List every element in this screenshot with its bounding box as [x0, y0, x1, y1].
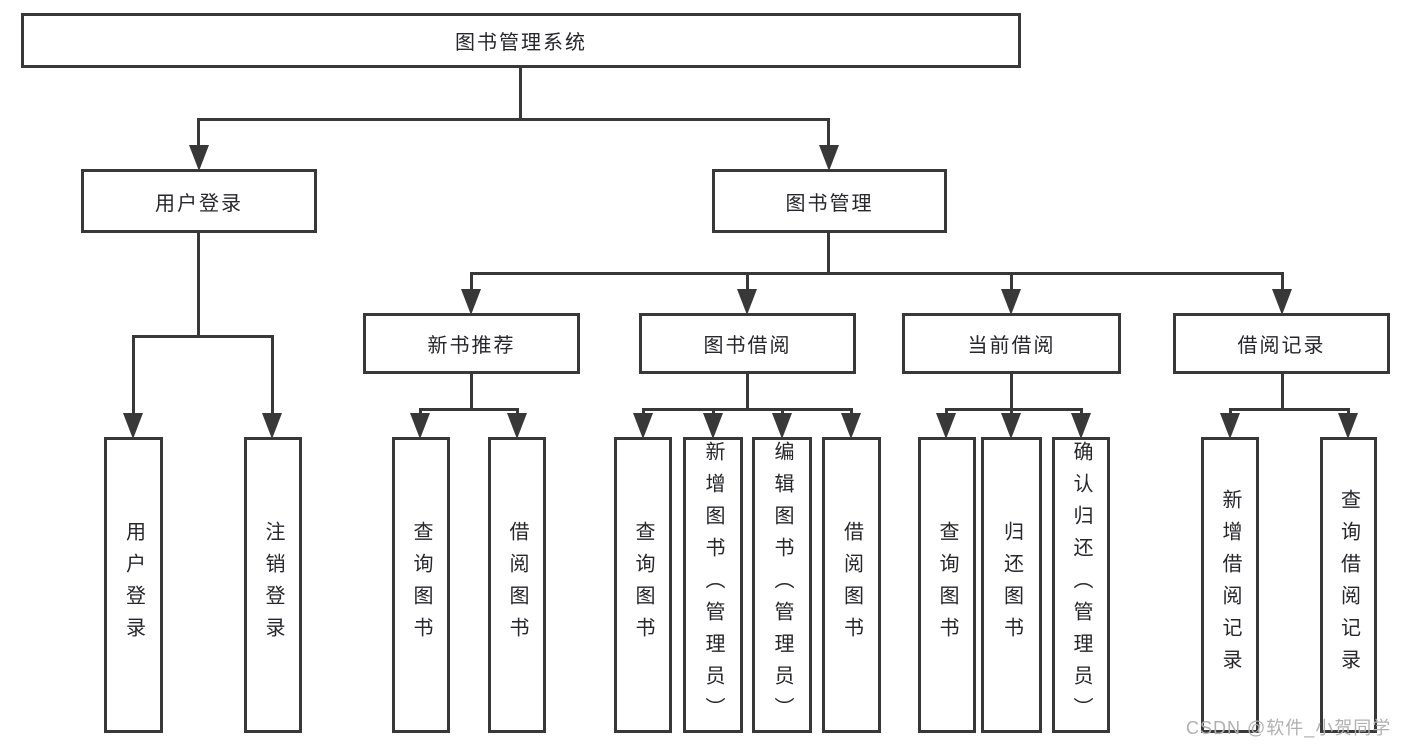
connector-branch: [1010, 272, 1013, 292]
node-logout-action: 注销登录: [244, 437, 302, 733]
node-new-book-recommendation: 新书推荐: [363, 313, 580, 374]
arrow-down-icon: [819, 145, 839, 171]
connector-branch: [516, 408, 519, 416]
arrow-down-icon: [189, 145, 209, 171]
node-borrow-books-borrowing: 借阅图书: [822, 437, 881, 733]
connector-current-bar: [945, 408, 1083, 411]
connector-branch: [419, 408, 422, 416]
connector-branch: [197, 118, 200, 148]
connector-user-login-bar: [132, 335, 274, 338]
node-borrow-books-recommend-label: 借阅图书: [506, 521, 528, 649]
node-user-login-label: 用户登录: [155, 192, 243, 215]
node-borrowing-records-label: 借阅记录: [1237, 335, 1326, 357]
arrow-down-icon: [507, 413, 527, 439]
connector-root-stem: [519, 68, 522, 118]
connector-branch: [642, 408, 645, 416]
arrow-down-icon: [772, 413, 792, 439]
connector-book-mgmt-stem: [827, 233, 830, 272]
arrow-down-icon: [841, 413, 861, 439]
connector-records-bar: [1229, 408, 1350, 411]
connector-branch: [1281, 272, 1284, 292]
node-user-login-action-label: 用户登录: [122, 521, 145, 649]
connector-user-login-stem: [197, 233, 200, 335]
arrow-down-icon: [936, 413, 956, 439]
arrow-down-icon: [1001, 289, 1021, 315]
arrow-down-icon: [703, 413, 723, 439]
node-query-books-current-label: 查询图书: [936, 521, 958, 649]
node-library-system-label: 图书管理系统: [455, 32, 587, 54]
connector-branch: [781, 408, 784, 416]
node-confirm-return-admin: 确认归还（管理员）: [1052, 437, 1110, 733]
node-current-borrowing: 当前借阅: [902, 313, 1121, 374]
arrow-down-icon: [1338, 413, 1358, 439]
node-user-login-action: 用户登录: [104, 437, 163, 733]
connector-branch: [1347, 408, 1350, 416]
arrow-down-icon: [633, 413, 653, 439]
connector-level2-bar: [197, 118, 830, 121]
arrow-down-icon: [461, 289, 481, 315]
arrow-down-icon: [123, 413, 143, 439]
node-logout-action-label: 注销登录: [262, 521, 284, 649]
connector-borrowing-bar: [642, 408, 853, 411]
node-confirm-return-admin-label: 确认归还（管理员）: [1070, 441, 1092, 729]
connector-branch: [1010, 408, 1013, 416]
connector-borrowing-stem: [746, 374, 749, 408]
node-query-books-recommend: 查询图书: [392, 437, 450, 733]
node-edit-books-admin-label: 编辑图书（管理员）: [771, 441, 793, 729]
connector-branch: [132, 335, 135, 415]
node-book-borrowing: 图书借阅: [639, 313, 856, 374]
arrow-down-icon: [1272, 289, 1292, 315]
connector-branch: [712, 408, 715, 416]
connector-branch: [827, 118, 830, 148]
node-query-books-borrowing-label: 查询图书: [632, 521, 654, 649]
connector-recommend-stem: [470, 374, 473, 408]
connector-branch: [470, 272, 473, 292]
node-add-books-admin: 新增图书（管理员）: [683, 437, 743, 733]
node-edit-books-admin: 编辑图书（管理员）: [752, 437, 812, 733]
node-query-borrow-record-label: 查询借阅记录: [1337, 489, 1360, 681]
node-add-borrow-record: 新增借阅记录: [1201, 437, 1259, 733]
node-book-borrowing-label: 图书借阅: [703, 335, 792, 357]
node-book-management-label: 图书管理: [785, 192, 874, 215]
connector-branch: [1229, 408, 1232, 416]
connector-branch: [271, 335, 274, 415]
connector-recommend-bar: [419, 408, 519, 411]
node-borrowing-records: 借阅记录: [1173, 313, 1390, 374]
connector-branch: [746, 272, 749, 292]
node-return-books-label: 归还图书: [1000, 521, 1023, 649]
connector-branch: [1080, 408, 1083, 416]
csdn-watermark: CSDN @软件_小贺同学: [1186, 718, 1392, 738]
node-query-borrow-record: 查询借阅记录: [1320, 437, 1377, 733]
connector-records-stem: [1281, 374, 1284, 409]
node-book-management: 图书管理: [712, 169, 947, 233]
node-library-system: 图书管理系统: [21, 13, 1021, 68]
arrow-down-icon: [410, 413, 430, 439]
node-add-books-admin-label: 新增图书（管理员）: [702, 441, 724, 729]
connector-current-stem: [1010, 374, 1013, 408]
node-add-borrow-record-label: 新增借阅记录: [1219, 489, 1241, 681]
node-borrow-books-borrowing-label: 借阅图书: [840, 521, 863, 649]
connector-branch: [945, 408, 948, 416]
connector-level3-bar: [470, 272, 1283, 275]
node-return-books: 归还图书: [981, 437, 1042, 733]
node-query-books-current: 查询图书: [918, 437, 976, 733]
node-borrow-books-recommend: 借阅图书: [488, 437, 546, 733]
node-query-books-borrowing: 查询图书: [614, 437, 672, 733]
connector-branch: [850, 408, 853, 416]
arrow-down-icon: [262, 413, 282, 439]
node-current-borrowing-label: 当前借阅: [967, 335, 1056, 357]
arrow-down-icon: [1001, 413, 1021, 439]
node-new-book-recommendation-label: 新书推荐: [427, 335, 516, 357]
arrow-down-icon: [1071, 413, 1091, 439]
arrow-down-icon: [1220, 413, 1240, 439]
node-query-books-recommend-label: 查询图书: [410, 521, 432, 649]
arrow-down-icon: [737, 289, 757, 315]
node-user-login: 用户登录: [81, 169, 317, 233]
